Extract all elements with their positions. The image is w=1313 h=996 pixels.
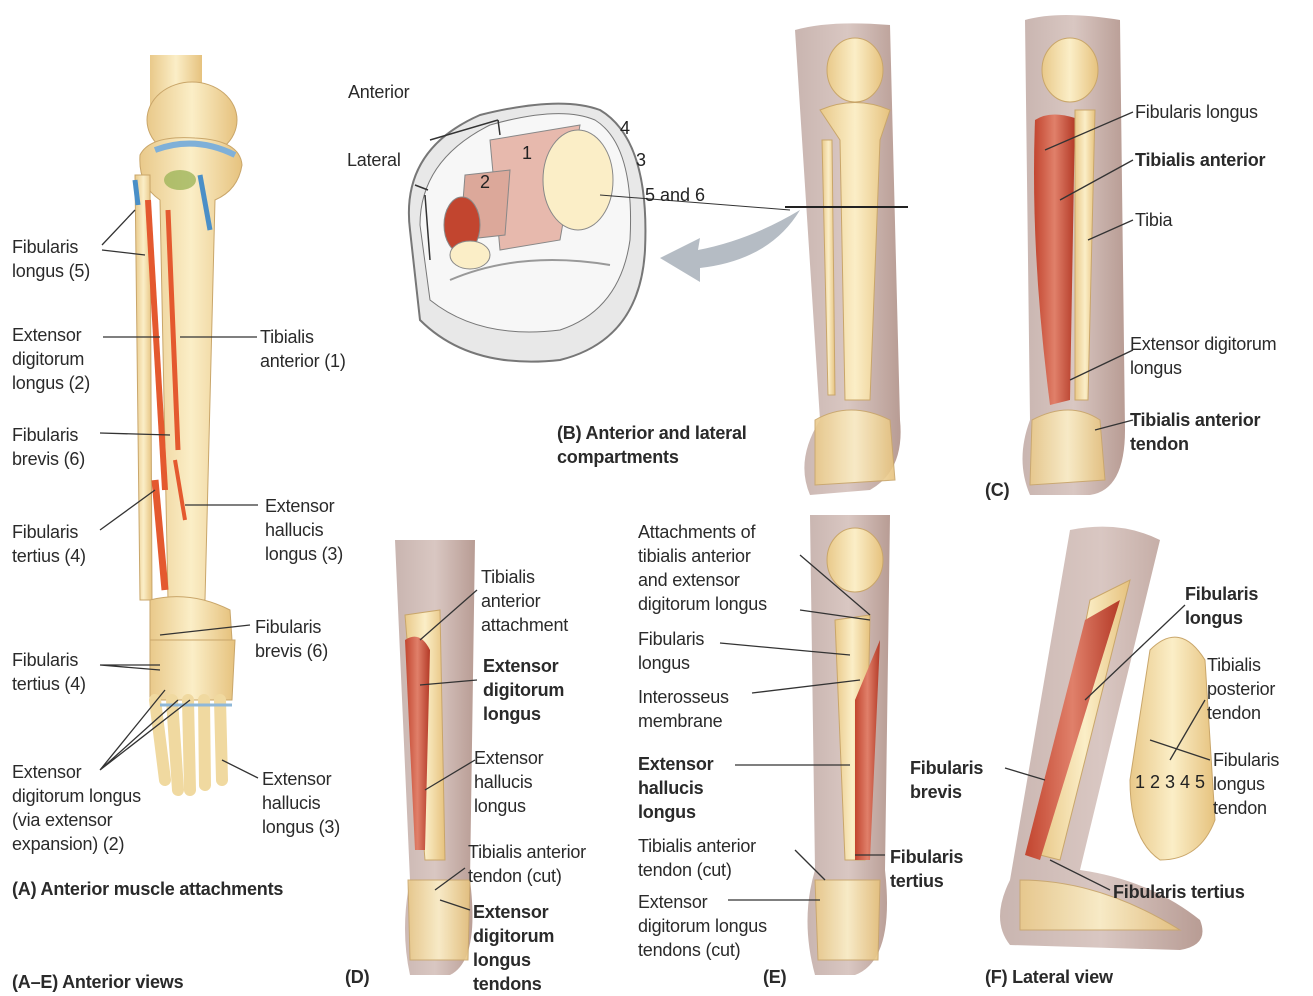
- label-compartment-5-and-6: 5 and 6: [645, 185, 705, 206]
- label-extensor-digitorum-tendons-d: Extensor digitorum longus tendons: [473, 900, 554, 996]
- caption-panel-e: (E): [763, 965, 786, 989]
- label-anterior: Anterior: [348, 80, 409, 104]
- label-fibularis-longus-tendon-f: Fibularis longus tendon: [1213, 748, 1279, 820]
- label-fibularis-longus-a: Fibularis longus (5): [12, 235, 90, 283]
- label-extensor-digitorum-longus-a: Extensor digitorum longus (2): [12, 323, 90, 395]
- label-fibularis-brevis-f: Fibularis brevis: [910, 756, 983, 804]
- caption-panel-d: (D): [345, 965, 369, 989]
- label-fibularis-tertius-f: Fibularis tertius: [1113, 880, 1245, 904]
- label-fibularis-longus-c: Fibularis longus: [1135, 100, 1258, 124]
- panel-d-leg: [395, 540, 475, 975]
- label-compartment-4: 4: [620, 118, 630, 139]
- label-compartment-2: 2: [480, 172, 490, 193]
- label-extensor-hallucis-longus-d: Extensor hallucis longus: [474, 746, 543, 818]
- label-fibularis-brevis-a: Fibularis brevis (6): [12, 423, 85, 471]
- label-extensor-digitorum-c: Extensor digitorum longus: [1130, 332, 1276, 380]
- panel-a-bones: [135, 55, 242, 790]
- label-compartment-3: 3: [636, 150, 646, 171]
- label-fibularis-tertius-e: Fibularis tertius: [890, 845, 963, 893]
- label-extensor-digitorum-longus-d: Extensor digitorum longus: [483, 654, 564, 726]
- caption-panel-c: (C): [985, 478, 1009, 502]
- panel-e-leg: [808, 515, 891, 975]
- label-tibialis-anterior-tendon-c: Tibialis anterior tendon: [1130, 408, 1260, 456]
- caption-panel-f: (F) Lateral view: [985, 965, 1113, 989]
- label-extensor-hallucis-foot-a: Extensor hallucis longus (3): [262, 767, 340, 839]
- label-tibialis-anterior-tendon-cut-e: Tibialis anterior tendon (cut): [638, 834, 756, 882]
- label-compartment-1: 1: [522, 143, 532, 164]
- label-extensor-hallucis-longus-e: Extensor hallucis longus: [638, 752, 713, 824]
- label-fibularis-brevis-foot-a: Fibularis brevis (6): [255, 615, 328, 663]
- panel-c-leg: [1023, 15, 1126, 495]
- footer-anterior-views: (A–E) Anterior views: [12, 970, 183, 994]
- label-attachments-e: Attachments of tibialis anterior and ext…: [638, 520, 767, 616]
- label-lateral: Lateral: [347, 148, 401, 172]
- label-tibialis-posterior-tendon-f: Tibialis posterior tendon: [1207, 653, 1275, 725]
- label-extensor-hallucis-a: Extensor hallucis longus (3): [265, 494, 343, 566]
- label-tibialis-anterior-tendon-cut-d: Tibialis anterior tendon (cut): [468, 840, 586, 888]
- panel-b-cross-section: [409, 104, 800, 362]
- label-tibialis-anterior-c: Tibialis anterior: [1135, 148, 1265, 172]
- label-interosseus-membrane-e: Interosseus membrane: [638, 685, 729, 733]
- caption-panel-b: (B) Anterior and lateral compartments: [557, 421, 747, 469]
- label-fibularis-tertius-foot-a: Fibularis tertius (4): [12, 648, 86, 696]
- label-tibialis-anterior-a: Tibialis anterior (1): [260, 325, 346, 373]
- label-extensor-digitorum-tendons-e: Extensor digitorum longus tendons (cut): [638, 890, 767, 962]
- caption-panel-a: (A) Anterior muscle attachments: [12, 877, 283, 901]
- label-fibularis-longus-e: Fibularis longus: [638, 627, 704, 675]
- label-metatarsal-numbers: 1 2 3 4 5: [1135, 772, 1205, 793]
- label-tibia-c: Tibia: [1135, 208, 1172, 232]
- label-extensor-expansion-a: Extensor digitorum longus (via extensor …: [12, 760, 141, 856]
- label-fibularis-tertius-a: Fibularis tertius (4): [12, 520, 86, 568]
- label-tibialis-anterior-attachment-d: Tibialis anterior attachment: [481, 565, 568, 637]
- panel-b-leg: [785, 23, 908, 495]
- label-fibularis-longus-f: Fibularis longus: [1185, 582, 1258, 630]
